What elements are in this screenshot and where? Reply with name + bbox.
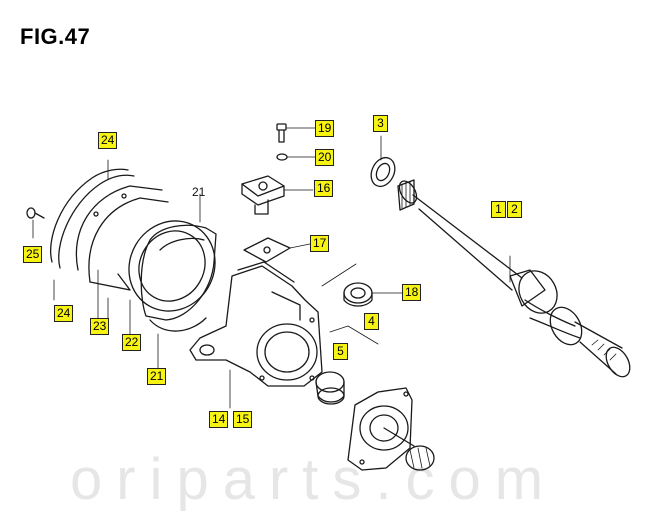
bolt[interactable]: [276, 123, 316, 143]
retaining-plate[interactable]: [75, 185, 169, 319]
bearing-race[interactable]: [315, 371, 345, 405]
dust-seal[interactable]: [140, 193, 217, 371]
callout-18[interactable]: 18: [402, 284, 422, 301]
callout-23[interactable]: 23: [90, 318, 110, 335]
cover-plate[interactable]: [50, 159, 135, 321]
shim[interactable]: [243, 237, 311, 263]
screw[interactable]: [26, 207, 45, 239]
callout-16[interactable]: 16: [314, 180, 334, 197]
part-label-21: 21: [192, 185, 206, 199]
callout-1[interactable]: 1: [491, 201, 506, 218]
callout-5[interactable]: 5: [333, 343, 348, 360]
spindle[interactable]: [329, 325, 435, 471]
callout-21[interactable]: 21: [147, 368, 167, 385]
callout-4[interactable]: 4: [364, 313, 379, 330]
callout-17[interactable]: 17: [310, 235, 330, 252]
oil-seal[interactable]: [367, 135, 400, 190]
callout-22[interactable]: 22: [122, 334, 142, 351]
callout-25[interactable]: 25: [23, 246, 43, 263]
callout-24-top[interactable]: 24: [98, 132, 118, 149]
callout-14[interactable]: 14: [209, 411, 229, 428]
callout-19[interactable]: 19: [315, 120, 335, 137]
washer[interactable]: [276, 153, 316, 161]
callout-20[interactable]: 20: [315, 149, 335, 166]
parts-diagram: [26, 123, 635, 471]
bearing[interactable]: [343, 282, 403, 307]
callout-2[interactable]: 2: [507, 201, 522, 218]
steering-knuckle[interactable]: [189, 261, 357, 409]
knuckle-arm[interactable]: [241, 175, 314, 215]
figure-title: FIG.47: [20, 24, 91, 49]
callout-24-bottom[interactable]: 24: [54, 305, 74, 322]
callout-15[interactable]: 15: [233, 411, 253, 428]
callout-3[interactable]: 3: [373, 115, 388, 132]
drive-shaft[interactable]: [396, 178, 635, 381]
